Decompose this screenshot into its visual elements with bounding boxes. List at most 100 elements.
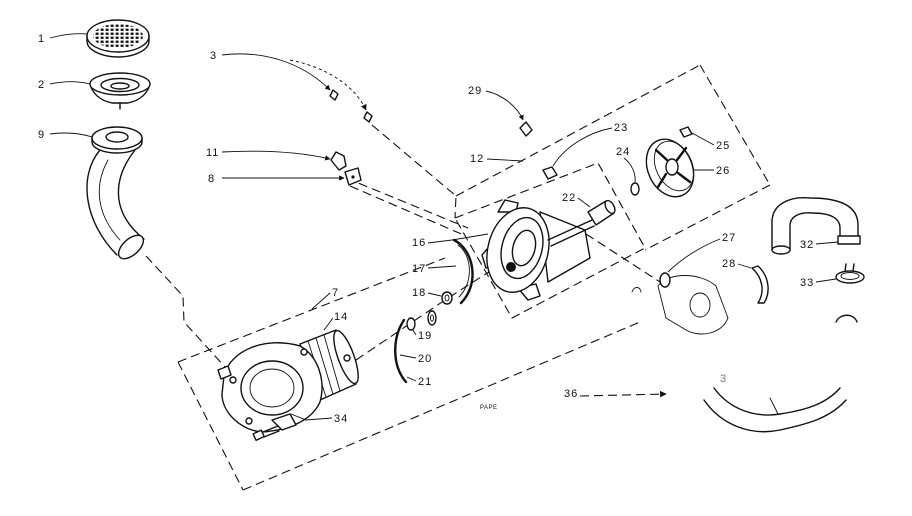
leader-7 [311,292,331,310]
callout-label: 17 [412,263,426,275]
block [542,166,558,180]
callout-label: 22 [562,192,576,204]
retaining-ring [441,291,453,305]
callout-label: 11 [206,147,219,159]
callout-label: 20 [418,353,432,365]
callout-label: 12 [470,153,484,165]
drain-hose-outer [771,197,859,251]
outline-upper-left [371,124,457,219]
callout-label: 29 [468,85,482,97]
callout-label: 34 [334,413,348,425]
outline-lower-left [177,361,244,491]
outline-upper-bottom [644,184,771,251]
flange-outer [486,207,550,293]
callout-label: 36 [564,388,578,400]
motor-end-face [333,329,359,385]
impeller-face [653,140,695,192]
callout-label: 33 [800,277,814,289]
mounting-bolt-shank [263,430,280,438]
outline-lower-top [177,257,446,363]
elbow-hose-outer [86,149,118,256]
leader-28 [737,263,752,269]
outline-upper-right [699,64,771,186]
motor-collar-rib [315,337,334,395]
elbow-hose [86,149,145,260]
pump-body-port [689,292,711,318]
leader-23 [552,127,613,167]
callout-label: 25 [716,140,730,152]
impeller-blades [654,146,692,189]
actuator-rod [547,219,593,241]
small-ring-fragment [631,287,642,293]
outlet-hose-inner [713,387,841,416]
outline-motor-shaft [355,269,493,361]
retaining-ring-hole [444,294,450,302]
flange-inner [500,216,544,280]
outline-upper-top [455,64,701,197]
leader-1 [49,33,89,39]
drain-hose-band [837,235,861,245]
callout-label: 16 [412,237,426,249]
pump-bolt [229,376,237,384]
motor-shaft-hub [343,354,351,362]
callout-label: 1 [38,33,45,45]
leader-18 [427,292,442,297]
actuator-cylinder-end [604,199,616,215]
drain-cap [89,72,151,110]
callout-label: 28 [722,258,736,270]
hose-clamp-tabs [844,263,855,272]
gasket-arc [394,318,408,384]
outlet-hose-outer [703,399,847,433]
leader-22 [577,197,591,208]
stamp-text: PAPE [480,405,498,411]
callout-label: 23 [614,122,628,134]
hose-bracket [751,265,769,304]
callout-label: 3 [720,373,727,385]
pump-housing [221,342,323,433]
o-ring [659,272,671,288]
actuator-rod [550,225,595,247]
hose-clamp-inner [840,272,860,280]
outlet-hose-seam [769,397,779,415]
leader-lines [49,33,839,421]
clamp-band [452,238,474,305]
leader-20 [399,354,417,359]
outline-linkage-rod-a [345,177,469,229]
leader-17 [427,265,457,269]
callout-label: 2 [38,79,45,91]
outline-flange-box [454,162,646,319]
assembly-outlines [145,64,771,491]
outline-hose-to-pump [145,255,227,369]
leader-3a [221,53,331,91]
pump-motor [217,329,359,433]
callout-label: 7 [332,287,339,299]
motor-collar-rib [323,334,341,392]
leader-24 [623,157,636,183]
mounting-bolt [252,425,280,442]
leader-33 [815,278,837,283]
elbow-hose-end [117,234,145,260]
leader-2 [49,81,91,85]
outline-linkage-rod-b [349,185,467,237]
mounting-flange [481,199,591,301]
leader-11 [221,150,331,161]
outline-lower-bottom [242,321,641,491]
flange-bolt-head [506,262,516,272]
screw-lower [363,111,373,123]
leader-16 [427,233,489,244]
nut [679,126,693,138]
callout-label: 14 [334,311,348,323]
hose-clamp [835,263,865,284]
leader-29 [485,90,524,121]
callout-label: 24 [616,146,630,158]
pump-body-right [657,275,729,335]
cap-inner-ring [100,77,140,93]
leader-36 [579,390,667,398]
impeller [645,138,695,198]
callout-label: 9 [38,129,45,141]
cap-hole [110,82,130,90]
mounting-bolt-shank [262,425,279,433]
leader-34 [290,413,333,421]
callout-label: 18 [412,287,426,299]
